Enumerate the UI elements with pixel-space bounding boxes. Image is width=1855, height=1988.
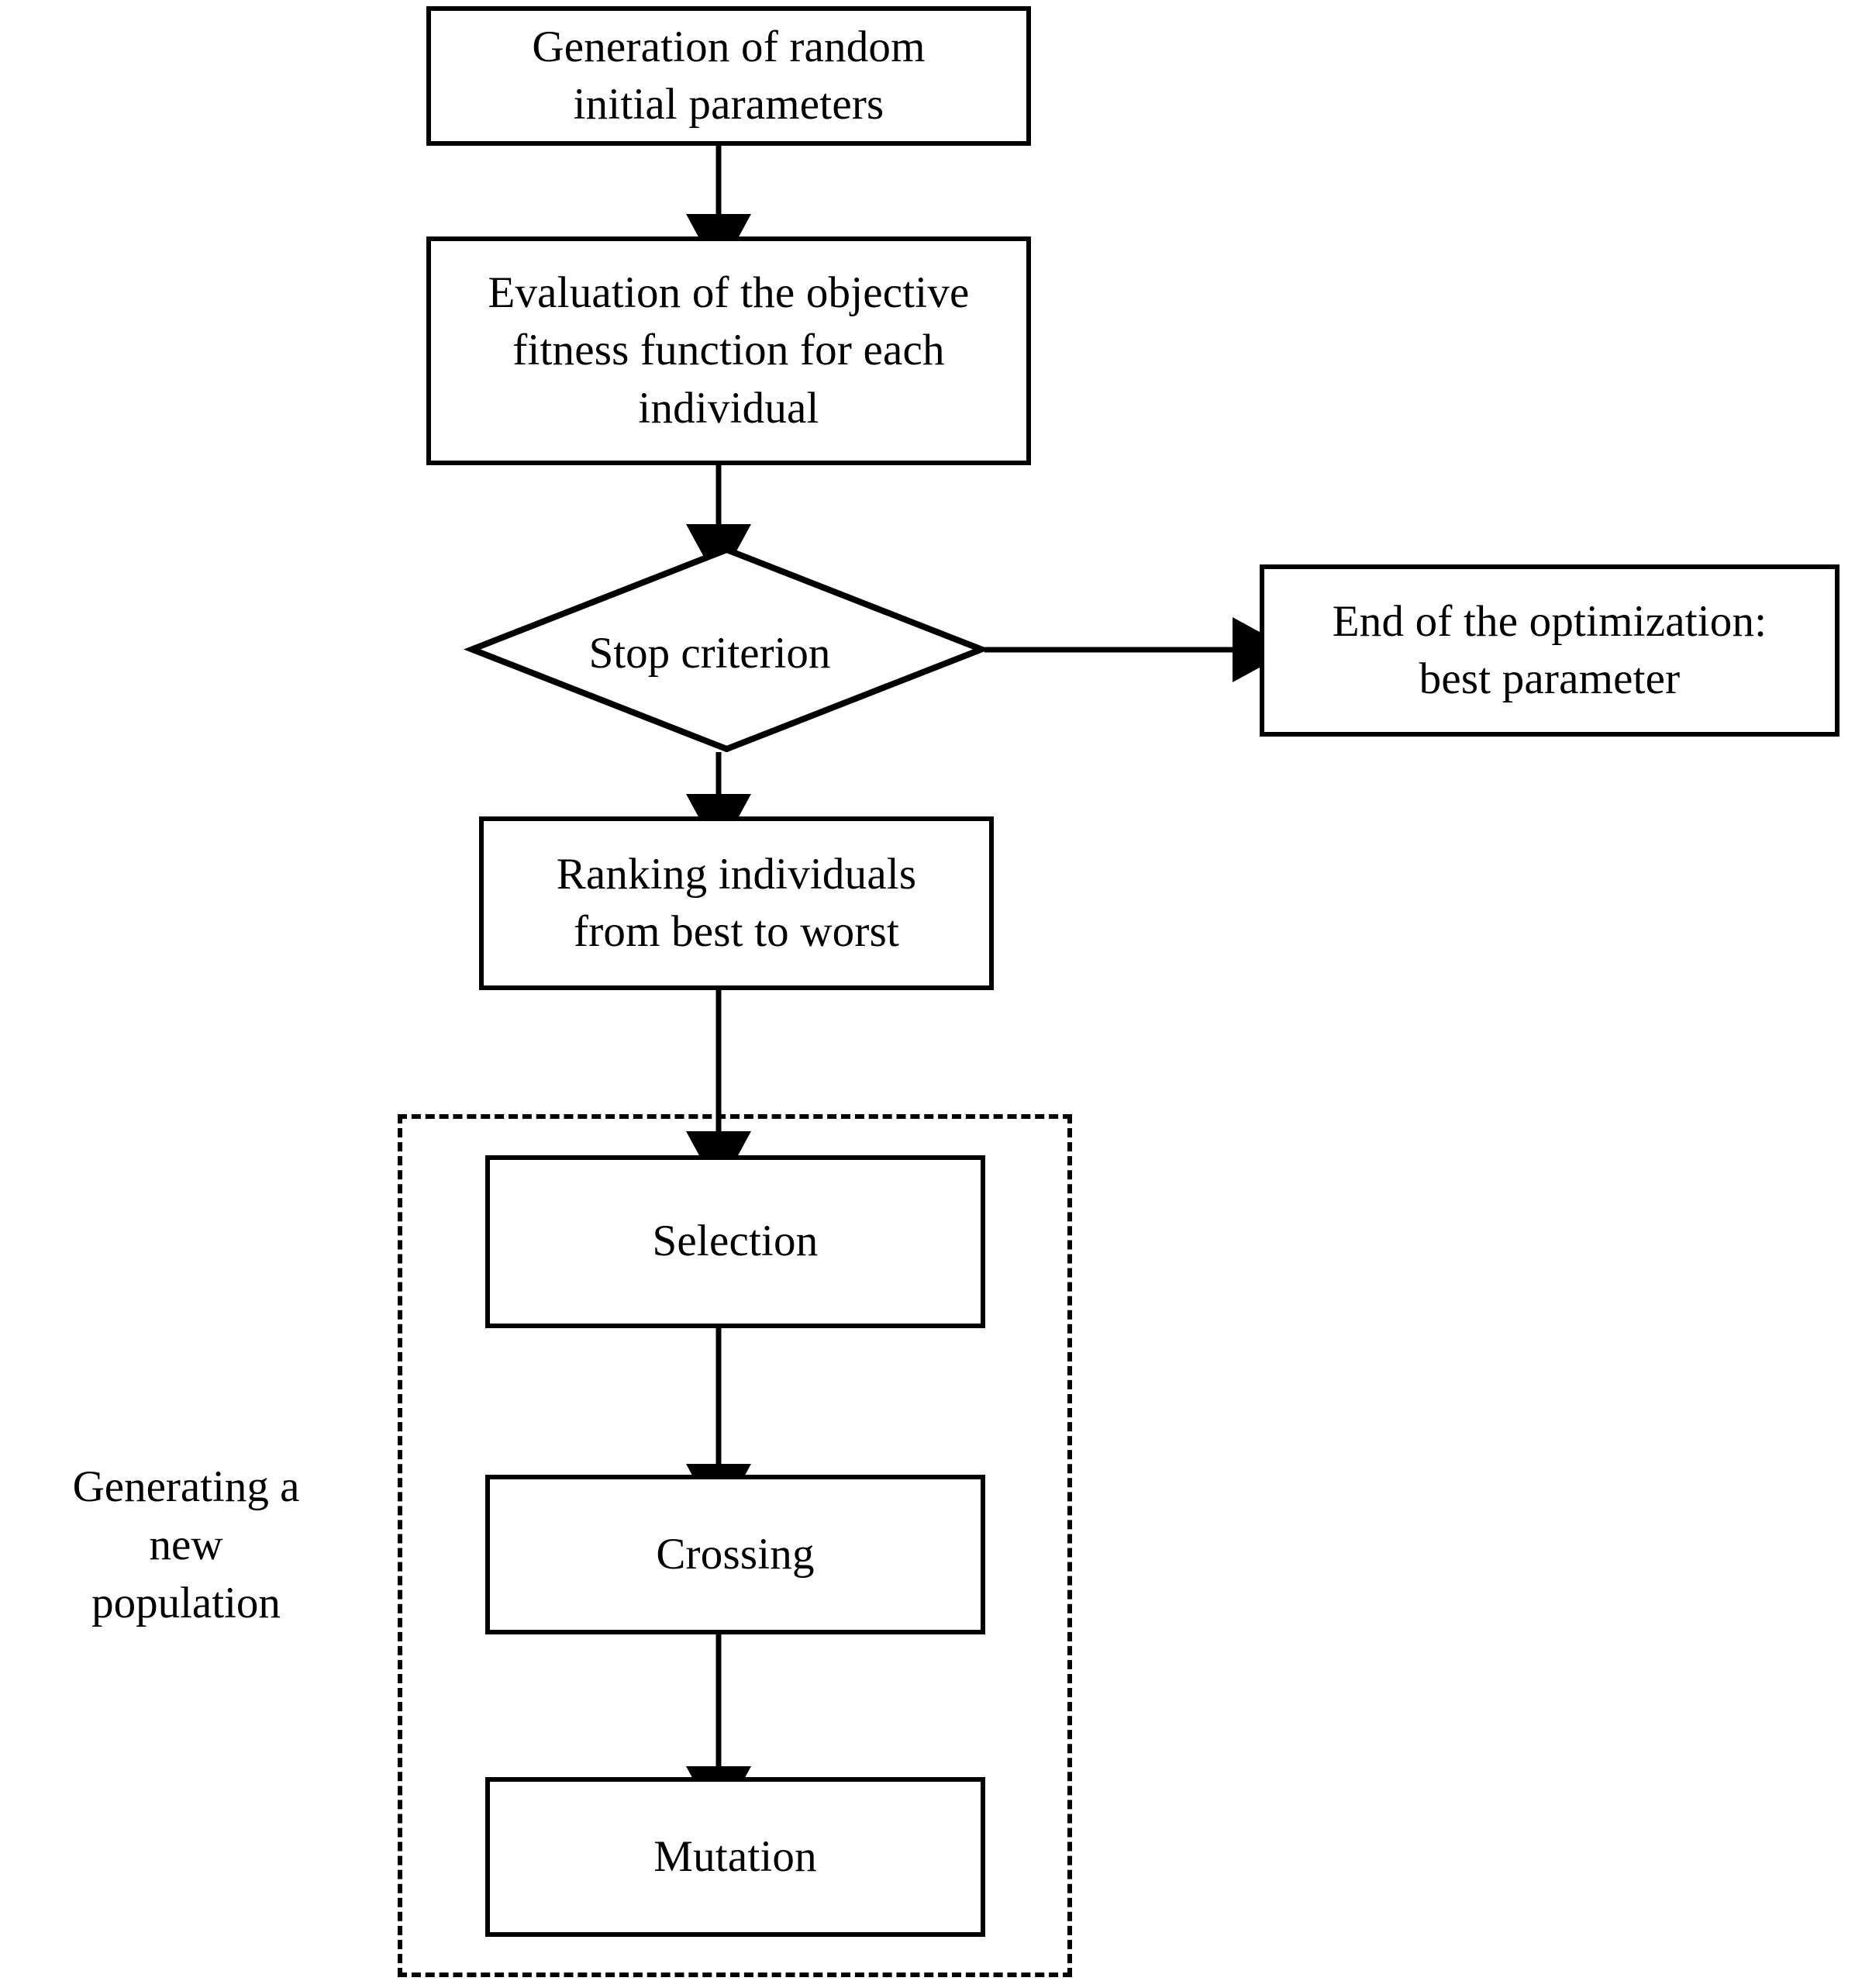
node-label: Mutation — [653, 1831, 817, 1881]
diamond-shape — [464, 546, 990, 753]
node-mutation[interactable]: Mutation — [485, 1777, 985, 1937]
generating-new-population-label: Generating a new population — [72, 1462, 300, 1628]
node-end-of-optimization-best-parameter[interactable]: End of the optimization: best parameter — [1260, 564, 1839, 737]
node-stop-criterion[interactable]: Stop criterion — [464, 546, 990, 753]
node-label: Generation of random initial parameters — [532, 22, 926, 129]
generating-new-population-group — [398, 1114, 1072, 1977]
node-crossing[interactable]: Crossing — [485, 1475, 985, 1634]
node-selection[interactable]: Selection — [485, 1155, 985, 1328]
node-ranking-individuals-best-to-worst[interactable]: Ranking individuals from best to worst — [479, 816, 994, 990]
node-generation-of-random-initial-parameters[interactable]: Generation of random initial parameters — [426, 6, 1031, 146]
node-label: Ranking individuals from best to worst — [556, 849, 917, 956]
node-label: Evaluation of the objective fitness func… — [488, 268, 970, 433]
node-label: End of the optimization: best parameter — [1332, 596, 1767, 703]
node-label: Crossing — [656, 1529, 815, 1579]
node-label: Selection — [652, 1217, 819, 1266]
node-evaluation-objective-fitness-function[interactable]: Evaluation of the objective fitness func… — [426, 236, 1031, 465]
